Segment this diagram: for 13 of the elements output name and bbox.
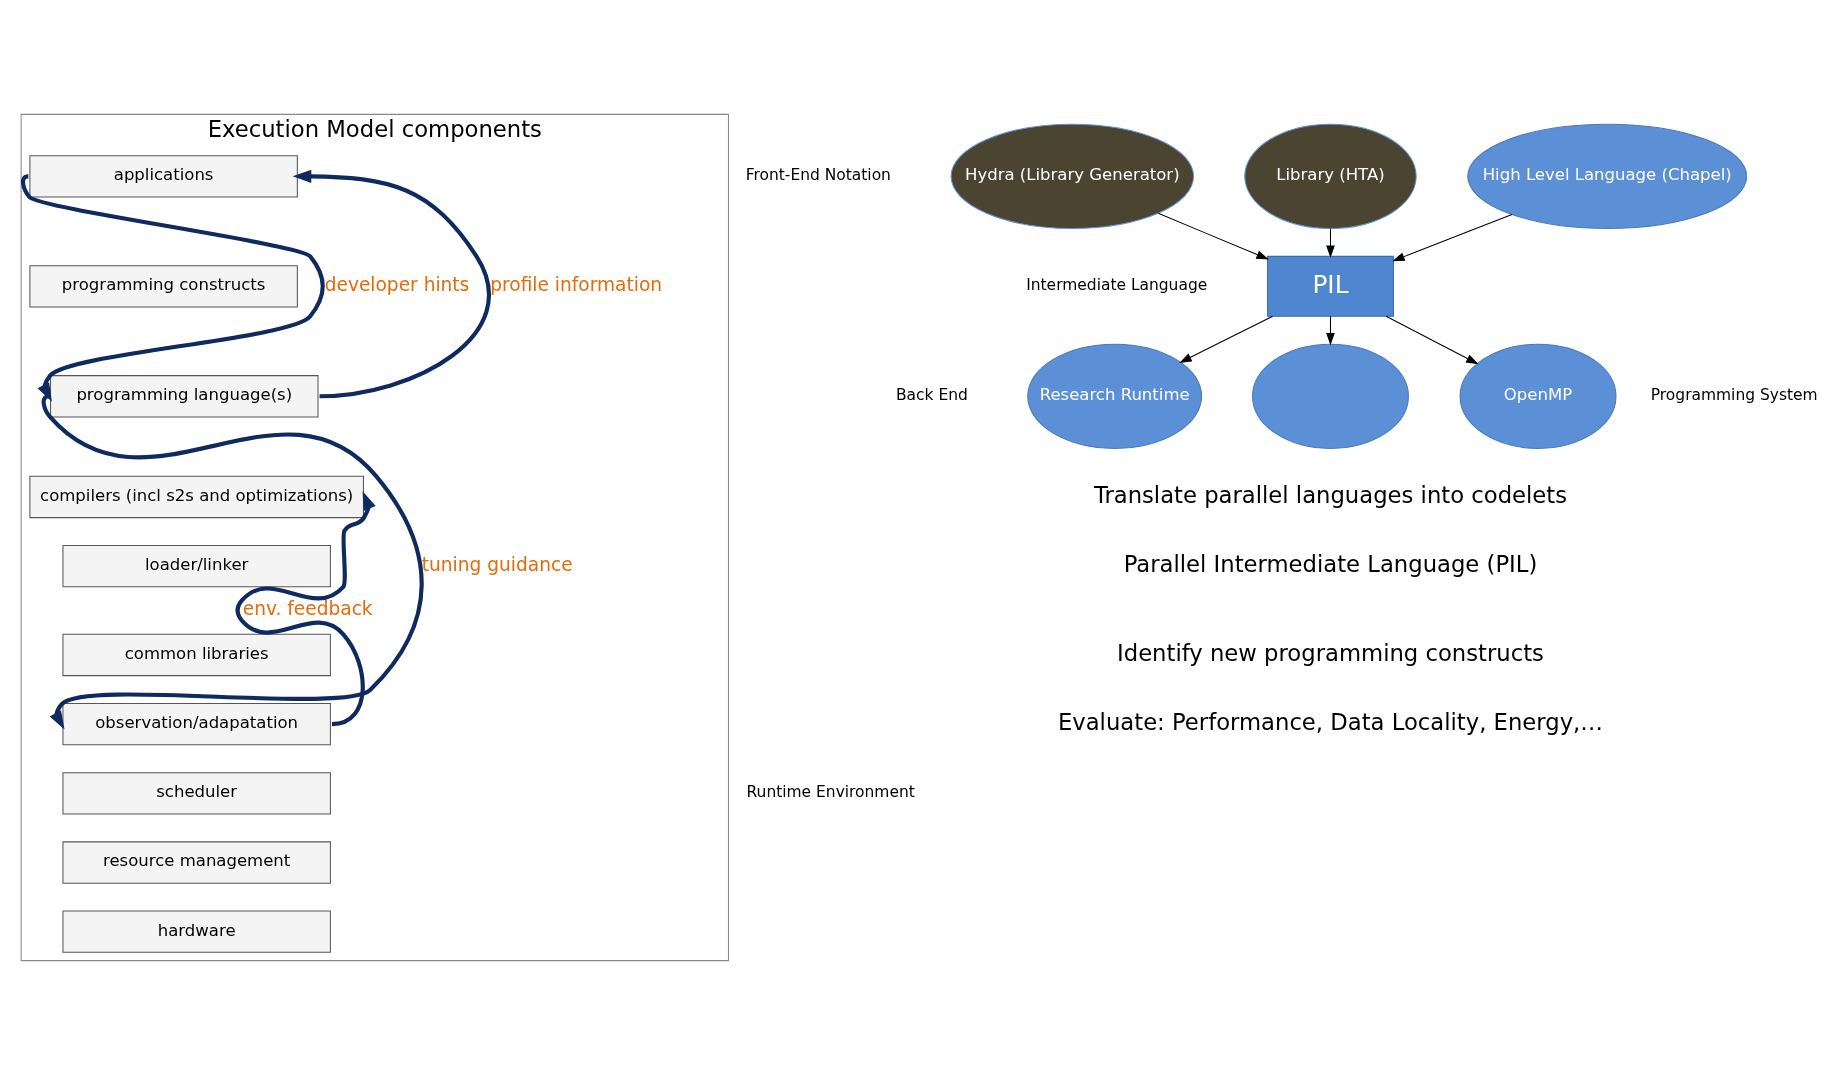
label: Translate parallel languages into codelets xyxy=(1093,481,1568,508)
edge-label: profile information xyxy=(490,273,663,295)
label: Back End xyxy=(895,385,968,404)
label: Programming System xyxy=(1650,385,1818,404)
label: Front-End Notation xyxy=(745,165,891,184)
label: Parallel Intermediate Language (PIL) xyxy=(1123,550,1538,577)
label: Identify new programming constructs xyxy=(1117,639,1544,666)
label: Evaluate: Performance, Data Locality, Energy,… xyxy=(1057,708,1604,735)
edge-label: tuning guidance xyxy=(421,553,573,575)
label: Runtime Environment xyxy=(746,782,915,801)
edge-label: developer hints xyxy=(324,273,470,295)
edge-label: env. feedback xyxy=(242,597,373,619)
label: Intermediate Language xyxy=(1026,275,1208,294)
